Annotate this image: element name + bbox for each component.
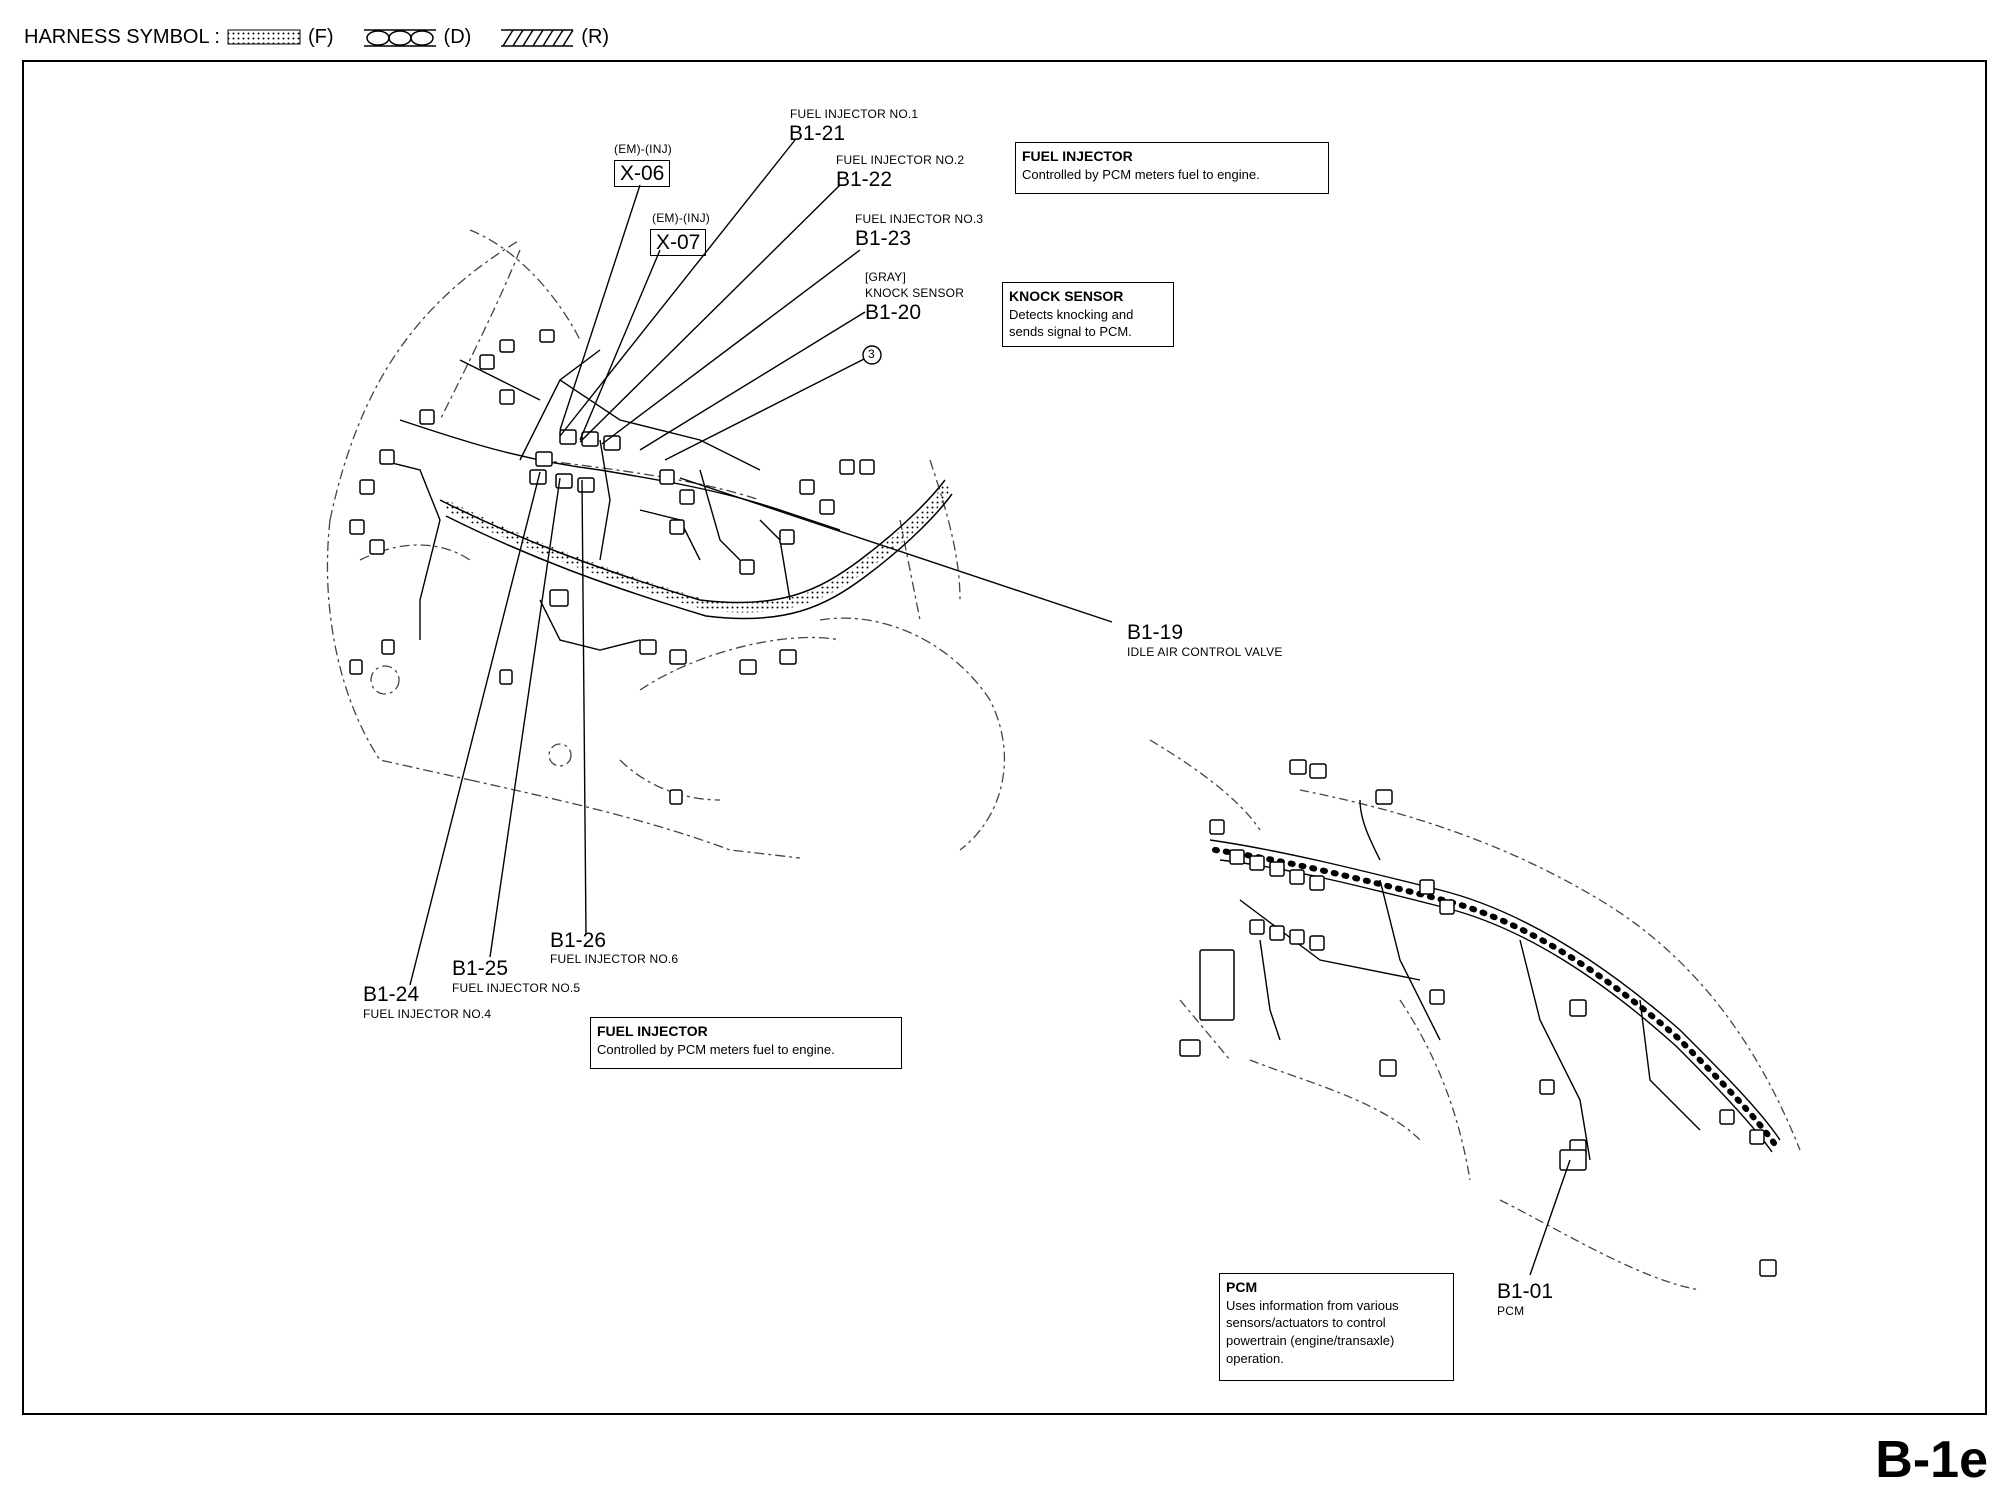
b122-code: B1-22: [836, 168, 893, 191]
x06-sub-label: (EM)-(INJ): [614, 142, 672, 156]
note-text: Controlled by PCM meters fuel to engine.: [597, 1041, 835, 1057]
b124-code: B1-24: [363, 983, 420, 1006]
instrument-panel-outline: [1149, 739, 1801, 1291]
knock-sensor-note: KNOCK SENSOR Detects knocking and sends …: [1002, 282, 1174, 347]
note-line: Detects knocking and: [1009, 306, 1134, 322]
pcm-note: PCM Uses information from various sensor…: [1219, 1273, 1454, 1381]
legend-code-d: (D): [443, 25, 472, 48]
x07-sub-label: (EM)-(INJ): [652, 211, 710, 225]
b119-name: IDLE AIR CONTROL VALVE: [1127, 645, 1283, 659]
page-id: B-1e: [1875, 1431, 1988, 1489]
b120-code: B1-20: [865, 301, 922, 324]
x06-code: X-06: [614, 160, 671, 187]
b119-code: B1-19: [1127, 621, 1184, 644]
harness-symbol-legend: HARNESS SYMBOL : (F) (D) (R): [24, 20, 631, 54]
dotted-harness-symbol-icon: [227, 29, 301, 45]
ref-3-circle-icon: [862, 345, 882, 365]
fuel-injector-note-bottom: FUEL INJECTOR Controlled by PCM meters f…: [590, 1017, 902, 1069]
engine-connectors: [349, 329, 875, 805]
b126-code: B1-26: [550, 929, 607, 952]
note-line: powertrain (engine/transaxle): [1226, 1332, 1395, 1348]
b120-color: [GRAY]: [865, 270, 906, 284]
front-harness-band: [439, 479, 953, 620]
note-title: FUEL INJECTOR: [1022, 148, 1133, 164]
note-line: operation.: [1226, 1350, 1284, 1366]
diagram-frame: [22, 60, 1987, 1415]
x07-code: X-07: [650, 229, 707, 256]
leader-lines: [409, 139, 1113, 986]
legend-label: HARNESS SYMBOL :: [24, 25, 220, 48]
instrument-panel-harness: [1209, 799, 1781, 1161]
legend-code-r: (R): [581, 25, 610, 48]
b120-name: KNOCK SENSOR: [865, 286, 965, 300]
note-title: FUEL INJECTOR: [597, 1023, 708, 1039]
b123-code: B1-23: [855, 227, 912, 250]
b123-name: FUEL INJECTOR NO.3: [855, 212, 984, 226]
note-line: sensors/actuators to control: [1226, 1315, 1386, 1331]
ref-3-label: 3: [868, 347, 875, 361]
b121-code: B1-21: [789, 122, 846, 145]
vehicle-body-outline: [326, 229, 1006, 859]
b125-code: B1-25: [452, 957, 509, 980]
note-text: Controlled by PCM meters fuel to engine.: [1022, 166, 1260, 182]
legend-code-f: (F): [307, 25, 334, 48]
note-title: KNOCK SENSOR: [1009, 288, 1124, 304]
b101-code: B1-01: [1497, 1280, 1554, 1303]
b101-name: PCM: [1497, 1304, 1525, 1318]
note-title: PCM: [1226, 1279, 1258, 1295]
note-line: sends signal to PCM.: [1009, 324, 1132, 340]
b126-name: FUEL INJECTOR NO.6: [550, 952, 679, 966]
hatched-harness-symbol-icon: [501, 29, 574, 47]
b121-name: FUEL INJECTOR NO.1: [790, 107, 919, 121]
b124-name: FUEL INJECTOR NO.4: [363, 1007, 492, 1021]
b122-name: FUEL INJECTOR NO.2: [836, 153, 965, 167]
circles-harness-symbol-icon: [363, 29, 436, 47]
fuel-injector-note-top: FUEL INJECTOR Controlled by PCM meters f…: [1015, 142, 1329, 194]
instrument-panel-connectors: [1179, 759, 1777, 1277]
b125-name: FUEL INJECTOR NO.5: [452, 981, 581, 995]
note-line: Uses information from various: [1226, 1297, 1399, 1313]
pcm-leader-line: [1529, 1159, 1571, 1276]
